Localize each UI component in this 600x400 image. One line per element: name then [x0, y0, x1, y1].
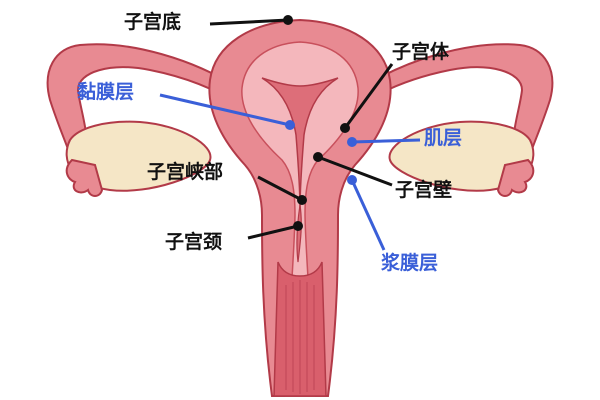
label-serosa: 浆膜层 — [381, 252, 439, 274]
vagina-folds — [285, 280, 315, 394]
label-body: 子宫体 — [392, 41, 450, 63]
dot-serosa — [347, 175, 357, 185]
right-fimbriae — [496, 158, 535, 197]
left-fimbriae — [65, 158, 104, 197]
leader-endometrium — [159, 93, 291, 127]
leader-body — [343, 63, 394, 129]
label-fundus: 子宫底 — [124, 11, 182, 33]
dot-endometrium — [285, 120, 295, 130]
leader-cervix — [247, 224, 299, 240]
dot-isthmus — [297, 195, 307, 205]
label-endometrium: 黏膜层 — [77, 81, 135, 103]
label-cervix: 子宫颈 — [165, 231, 223, 253]
label-myometrium: 肌层 — [424, 127, 463, 149]
uterine-cavity — [261, 77, 339, 211]
dot-myometrium — [347, 137, 357, 147]
dot-wall — [313, 152, 323, 162]
leader-serosa — [350, 179, 386, 251]
leader-isthmus — [257, 175, 303, 202]
dot-body — [340, 123, 350, 133]
leader-myometrium — [351, 138, 421, 144]
leader-fundus — [209, 18, 289, 26]
dot-cervix — [293, 221, 303, 231]
label-wall: 子宫壁 — [395, 179, 453, 201]
leader-wall — [317, 155, 393, 187]
dot-fundus — [283, 15, 293, 25]
label-isthmus: 子宫峡部 — [147, 161, 224, 183]
